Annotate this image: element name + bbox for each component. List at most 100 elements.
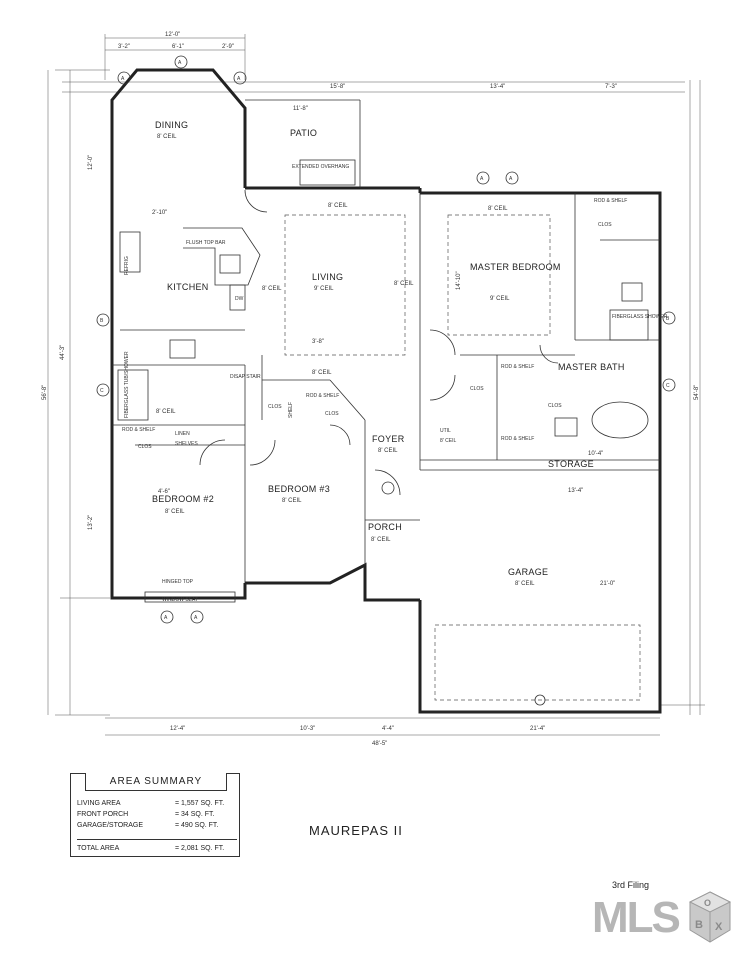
dim-dining-h: 12'-0"	[88, 155, 94, 170]
area-row-label: GARAGE/STORAGE	[77, 822, 143, 829]
bath2-ceil: 8' CEIL	[156, 409, 176, 415]
area-row: LIVING AREA = 1,557 SQ. FT.	[77, 798, 237, 809]
dim-bottom-c: 4'-4"	[382, 726, 394, 732]
dim-bottom-b: 10'-3"	[300, 726, 315, 732]
dim-right-total: 54'-8"	[694, 385, 700, 400]
disap-stair: DISAP STAIR	[230, 374, 261, 380]
box-letter-o: O	[704, 898, 711, 908]
living-ceil-top: 8' CEIL	[328, 203, 348, 209]
marker-c-2: C	[666, 383, 670, 389]
dim-bottom-total: 48'-5"	[372, 741, 387, 747]
kitchen-ceil-side: 8' CEIL	[262, 286, 282, 292]
interior-walls	[112, 193, 660, 583]
dim-kitchen-w: 2'-10"	[152, 210, 167, 216]
dimension-labels: 12'-0" 3'-2" 6'-1" 2'-9" 15'-8" 13'-4" 7…	[42, 32, 700, 747]
area-row-label: LIVING AREA	[77, 800, 121, 807]
dim-top-right: 2'-9"	[222, 44, 234, 50]
dim-garage-d: 21'-0"	[600, 581, 615, 587]
marker-a-1: A	[121, 76, 125, 82]
overhang-outline	[299, 159, 356, 186]
area-total-value: = 2,081 SQ. FT.	[175, 845, 225, 852]
marker-a-7: A	[194, 615, 198, 621]
mbr-rod-shelf: ROD & SHELF	[594, 198, 627, 204]
mls-box-logo-icon: O B X	[688, 891, 732, 943]
dim-storage-w: 10'-4"	[588, 451, 603, 457]
dim-top-b: 13'-4"	[490, 84, 505, 90]
living-ceil: 9' CEIL	[314, 286, 334, 292]
dim-left-a: 44'-3"	[60, 345, 66, 360]
kitchen-fixtures	[119, 227, 261, 359]
storage-label: STORAGE	[548, 459, 594, 469]
hinged-top: HINGED TOP	[162, 579, 194, 585]
room-labels: DINING 8' CEIL PATIO EXTENDED OVERHANG F…	[122, 120, 668, 603]
dim-bottom-d: 21'-4"	[530, 726, 545, 732]
util-label: UTIL	[440, 428, 451, 434]
dw-label: DW	[235, 296, 244, 302]
area-row: FRONT PORCH = 34 SQ. FT.	[77, 809, 237, 820]
dim-top-a: 15'-8"	[330, 84, 345, 90]
bed2-rod-shelf: ROD & SHELF	[122, 427, 155, 433]
dim-top-left: 3'-2"	[118, 44, 130, 50]
window-seat	[144, 591, 236, 603]
ceiling-outlines	[284, 214, 641, 701]
mbr-ceil-top: 8' CEIL	[488, 206, 508, 212]
area-summary-rows: LIVING AREA = 1,557 SQ. FT. FRONT PORCH …	[77, 798, 237, 854]
mls-logo-text: MLS	[592, 893, 681, 942]
flush-top-bar: FLUSH TOP BAR	[186, 240, 226, 246]
marker-a-4: A	[480, 176, 484, 182]
dim-garage-w: 13'-4"	[568, 488, 583, 494]
dim-top-mid: 6'-1"	[172, 44, 184, 50]
dimension-lines	[47, 34, 705, 736]
area-total-label: TOTAL AREA	[77, 845, 120, 852]
marker-a-2: A	[237, 76, 241, 82]
dim-top-c: 7'-3"	[605, 84, 617, 90]
bedroom3-ceil: 8' CEIL	[282, 498, 302, 504]
linen-label: LINEN	[175, 431, 190, 437]
box-letter-b: B	[695, 919, 703, 931]
marker-a-3: A	[178, 60, 182, 66]
section-markers: A A A A A B C B C A A	[96, 55, 676, 706]
bedroom2-ceil: 8' CEIL	[165, 509, 185, 515]
area-row-value: = 490 SQ. FT.	[175, 822, 219, 829]
master-bedroom-label: MASTER BEDROOM	[470, 262, 561, 272]
area-row: GARAGE/STORAGE = 490 SQ. FT.	[77, 820, 237, 831]
dim-bottom-a: 12'-4"	[170, 726, 185, 732]
door-swings	[199, 189, 559, 496]
porch-label: PORCH	[368, 522, 402, 532]
kitchen-label: KITCHEN	[167, 282, 209, 292]
foyer-label: FOYER	[372, 434, 405, 444]
area-summary-table: AREA SUMMARY LIVING AREA = 1,557 SQ. FT.…	[70, 773, 240, 857]
bath-fixtures	[117, 282, 649, 439]
dim-patio-w: 11'-8"	[293, 106, 308, 112]
hall-clos: CLOS	[325, 411, 339, 417]
dim-top-total: 12'-0"	[165, 32, 180, 38]
dim-bed2-h: 13'-2"	[88, 515, 94, 530]
box-letter-x: X	[715, 921, 723, 933]
marker-b-2: B	[666, 316, 670, 322]
util-rod-shelf: ROD & SHELF	[501, 436, 534, 442]
dining-ceil: 8' CEIL	[157, 134, 177, 140]
dim-left-total: 56'-8"	[42, 385, 48, 400]
marker-a-5: A	[509, 176, 513, 182]
porch-ceil: 8' CEIL	[371, 537, 391, 543]
master-bath-label: MASTER BATH	[558, 362, 625, 372]
bath-rod-shelf: ROD & SHELF	[501, 364, 534, 370]
marker-c-1: C	[100, 388, 104, 394]
area-row-label: FRONT PORCH	[77, 811, 129, 818]
bed2-clos: CLOS	[138, 444, 152, 450]
window-seat-label: WINDOW SEAT	[162, 597, 198, 603]
fiberglass-tub-shower: FIBERGLASS TUB/SHOWER	[124, 351, 130, 418]
hall-ceil: 8' CEIL	[312, 370, 332, 376]
fiberglass-shower: FIBERGLASS SHOWER	[612, 314, 668, 320]
marker-a-6: A	[164, 615, 168, 621]
foyer-ceil: 8' CEIL	[378, 448, 398, 454]
living-ceil-side: 8' CEIL	[394, 281, 414, 287]
mbr-clos: CLOS	[598, 222, 612, 228]
marker-b-1: B	[100, 318, 104, 324]
patio-label: PATIO	[290, 128, 317, 138]
extended-overhang: EXTENDED OVERHANG	[292, 164, 349, 170]
bedroom3-label: BEDROOM #3	[268, 484, 330, 494]
area-total-row: TOTAL AREA = 2,081 SQ. FT.	[77, 839, 237, 854]
foyer-clos: CLOS	[470, 386, 484, 392]
plan-name: MAUREPAS II	[309, 823, 403, 838]
